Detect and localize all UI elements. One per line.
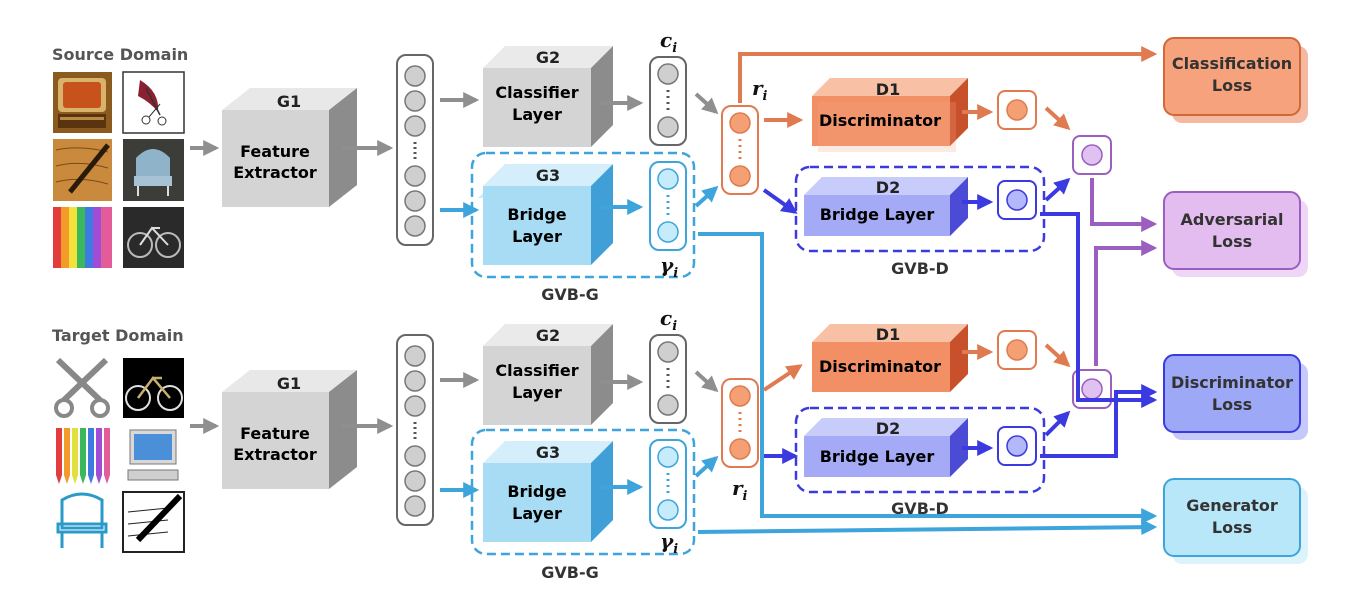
d2-output-target — [997, 426, 1037, 466]
g2-source-head: G2 — [536, 48, 560, 67]
g2-target-line1: Classifier — [495, 361, 578, 380]
gvb-d-label-target: GVB-D — [891, 499, 949, 518]
d1-output-source — [997, 90, 1037, 130]
d1-output-target — [997, 330, 1037, 370]
computer-clipart-image — [123, 425, 184, 486]
arrows-feature — [190, 92, 480, 498]
g1-target-line2: Extractor — [233, 445, 317, 464]
discriminator-d1-target: D1 Discriminator — [812, 324, 968, 392]
adversarial-loss-line2: Loss — [1212, 232, 1252, 251]
d2-source-head: D2 — [876, 178, 900, 197]
source-domain-label: Source Domain — [52, 45, 188, 64]
merge-node-source — [1072, 135, 1112, 175]
r-vector-source — [721, 105, 759, 195]
generator-loss-line1: Generator — [1186, 496, 1278, 515]
feature-vector-target — [396, 334, 434, 526]
g2-source-line1: Classifier — [495, 83, 578, 102]
gvb-d-label-source: GVB-D — [891, 259, 949, 278]
classification-loss-box: Classification Loss — [1163, 37, 1308, 123]
g3-source-line1: Bridge — [507, 205, 566, 224]
g3-source-head: G3 — [536, 166, 560, 185]
generator-loss-box: Generator Loss — [1163, 478, 1308, 564]
classifier-layer-source: G2 Classifier Layer — [483, 46, 613, 147]
target-domain-label: Target Domain — [52, 326, 184, 345]
bridge-layer-g3-source: G3 Bridge Layer — [478, 164, 613, 265]
g1-source-head: G1 — [277, 92, 301, 111]
colorful-pencils-image — [53, 207, 112, 268]
arrows-r-to-discriminators — [762, 112, 804, 464]
c-i-label-target: ci — [660, 306, 677, 334]
classifier-layer-target: G2 Classifier Layer — [483, 324, 613, 425]
adversarial-loss-line1: Adversarial — [1181, 210, 1284, 229]
d1-source-label: Discriminator — [819, 111, 941, 130]
discriminator-d1-source: D1 Discriminator — [812, 78, 968, 152]
g2-source-line2: Layer — [512, 105, 562, 124]
feature-extractor-target: G1 Feature Extractor — [222, 370, 357, 489]
discriminator-loss-box: Discriminator Loss — [1163, 354, 1308, 440]
arrows-to-outputs — [600, 95, 644, 495]
bridge-layer-d2-target: D2 Bridge Layer — [804, 418, 968, 477]
d1-target-label: Discriminator — [819, 357, 941, 376]
g1-target-head: G1 — [277, 374, 301, 393]
g3-target-line2: Layer — [512, 504, 562, 523]
g2-target-head: G2 — [536, 326, 560, 345]
d2-target-head: D2 — [876, 419, 900, 438]
r-vector-target — [721, 378, 759, 468]
d1-target-head: D1 — [876, 325, 900, 344]
discriminator-loss-line2: Loss — [1212, 395, 1252, 414]
classification-loss-line2: Loss — [1212, 76, 1252, 95]
c-vector-target — [649, 334, 687, 424]
arrows-d-to-outputs — [962, 104, 994, 456]
gamma-vector-target — [649, 439, 687, 529]
bicycle-clipart-image — [123, 358, 184, 418]
pen-clipart-image — [122, 491, 185, 553]
d2-output-source — [997, 180, 1037, 220]
bicycle-photo-image — [123, 207, 184, 268]
target-images — [53, 355, 185, 553]
arrows-to-r — [694, 92, 719, 478]
discriminator-loss-line1: Discriminator — [1171, 373, 1293, 392]
r-i-label-source: ri — [752, 76, 768, 104]
source-images — [53, 71, 185, 268]
adversarial-loss-box: Adversarial Loss — [1163, 191, 1308, 277]
g1-target-line1: Feature — [240, 424, 310, 443]
classification-loss-line1: Classification — [1172, 54, 1292, 73]
g3-source-line2: Layer — [512, 227, 562, 246]
c-i-label-source: ci — [660, 28, 677, 56]
armchair-photo-image — [123, 139, 184, 201]
gamma-vector-source — [649, 161, 687, 251]
g2-target-line2: Layer — [512, 383, 562, 402]
d2-source-label: Bridge Layer — [820, 205, 935, 224]
feature-vector-source — [396, 54, 434, 246]
routing-lines — [697, 46, 1158, 536]
bridge-layer-d2-source: D2 Bridge Layer — [804, 177, 968, 236]
armchair-clipart-image — [53, 492, 112, 552]
arrows-to-merge — [1044, 106, 1071, 437]
gamma-i-label-target: γi — [660, 529, 678, 557]
feature-extractor-source: G1 Feature Extractor — [222, 88, 357, 207]
gvb-g-label-target: GVB-G — [541, 563, 598, 582]
d2-target-label: Bridge Layer — [820, 447, 935, 466]
g3-target-line1: Bridge — [507, 482, 566, 501]
d1-source-head: D1 — [876, 80, 900, 99]
feather-scissors-sketch-image — [122, 71, 185, 134]
r-i-label-target: ri — [732, 476, 748, 504]
bridge-layer-g3-target: G3 Bridge Layer — [483, 441, 613, 542]
gamma-i-label-source: γi — [660, 253, 678, 281]
generator-loss-line2: Loss — [1212, 518, 1252, 537]
pencils-clipart-image — [53, 425, 112, 486]
scissors-clipart-image — [53, 355, 112, 420]
g1-source-line1: Feature — [240, 142, 310, 161]
c-vector-source — [649, 56, 687, 146]
pen-on-paper-image — [53, 139, 112, 201]
g3-target-head: G3 — [536, 443, 560, 462]
g1-source-line2: Extractor — [233, 163, 317, 182]
retro-computer-image — [53, 72, 112, 133]
gvb-g-label-source: GVB-G — [541, 285, 598, 304]
